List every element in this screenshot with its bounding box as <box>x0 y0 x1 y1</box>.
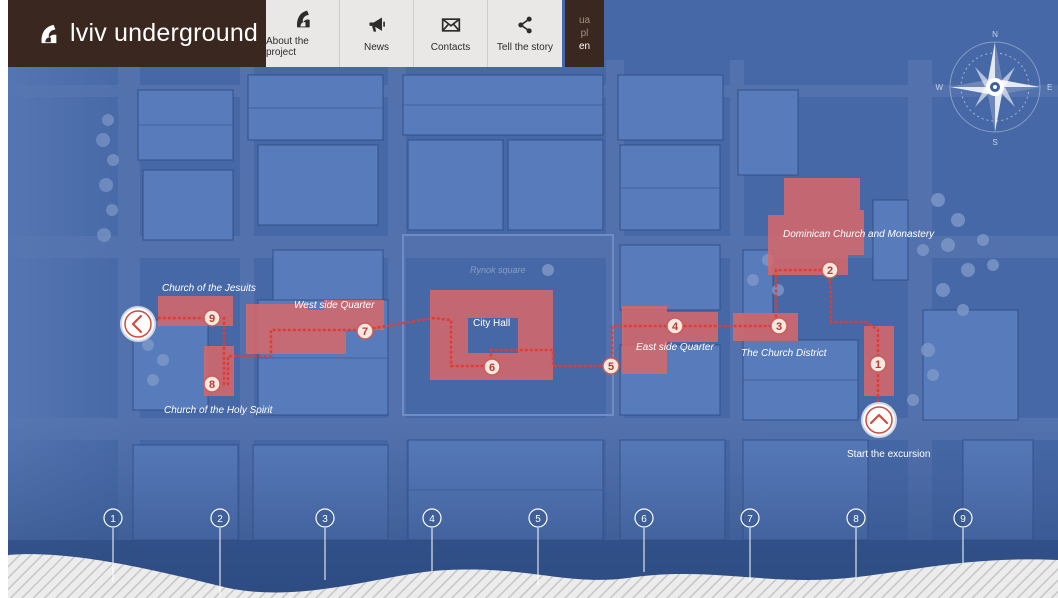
language-switcher: ua pl en <box>565 0 604 67</box>
label-east-quarter: East side Quarter <box>636 342 714 353</box>
timeline: 1 2 3 4 5 <box>103 508 973 596</box>
nav-contacts[interactable]: Contacts <box>414 0 488 67</box>
stop-marker-2[interactable]: 2 <box>821 261 839 279</box>
label-dominican-church: Dominican Church and Monastery <box>783 229 935 240</box>
svg-text:5: 5 <box>608 361 614 373</box>
svg-text:5: 5 <box>535 514 541 525</box>
svg-text:4: 4 <box>672 321 679 333</box>
timeline-marker-1[interactable]: 1 <box>103 508 123 582</box>
stop-marker-7[interactable]: 7 <box>356 322 374 340</box>
lang-pl[interactable]: pl <box>580 28 589 39</box>
nav-about-project[interactable]: About the project <box>266 0 340 67</box>
label-church-district: The Church District <box>741 348 828 359</box>
site-logo[interactable]: lviv underground <box>8 0 266 67</box>
svg-text:6: 6 <box>489 362 495 374</box>
megaphone-icon <box>369 17 385 32</box>
compass-rose-icon: N S E W <box>935 30 1052 147</box>
stop-marker-4[interactable]: 4 <box>666 317 684 335</box>
svg-text:7: 7 <box>362 326 368 338</box>
timeline-marker-6[interactable]: 6 <box>634 508 654 572</box>
svg-text:8: 8 <box>209 379 215 391</box>
stop-marker-3[interactable]: 3 <box>770 317 788 335</box>
stop-marker-8[interactable]: 8 <box>203 375 221 393</box>
map-frame: Church of the Jesuits West side Quarter … <box>8 0 1058 598</box>
nav-news[interactable]: News <box>340 0 414 67</box>
svg-text:3: 3 <box>322 514 328 525</box>
timeline-marker-7[interactable]: 7 <box>740 508 760 582</box>
svg-text:3: 3 <box>776 321 782 333</box>
svg-text:7: 7 <box>747 514 753 525</box>
svg-text:N: N <box>992 30 998 39</box>
logo-mark-icon <box>41 24 57 43</box>
label-start-excursion: Start the excursion <box>847 449 930 460</box>
svg-text:2: 2 <box>217 514 223 525</box>
back-button[interactable] <box>120 306 156 342</box>
stop-marker-9[interactable]: 9 <box>203 309 221 327</box>
chevron-left-icon <box>131 314 143 334</box>
nav-tell-story-label: Tell the story <box>496 41 554 53</box>
timeline-marker-3[interactable]: 3 <box>315 508 335 580</box>
svg-text:2: 2 <box>827 265 833 277</box>
timeline-marker-8[interactable]: 8 <box>846 508 866 580</box>
svg-text:1: 1 <box>110 514 116 525</box>
label-church-holy-spirit: Church of the Holy Spirit <box>164 405 274 416</box>
svg-text:4: 4 <box>429 514 435 525</box>
timeline-marker-9[interactable]: 9 <box>953 508 973 563</box>
svg-text:W: W <box>935 83 943 92</box>
svg-text:S: S <box>992 138 997 147</box>
svg-text:8: 8 <box>853 514 859 525</box>
svg-text:1: 1 <box>875 359 881 371</box>
lang-ua[interactable]: ua <box>578 15 591 26</box>
logo-mark-icon <box>296 10 310 28</box>
chevron-up-icon <box>869 413 889 425</box>
timeline-marker-5[interactable]: 5 <box>528 508 548 586</box>
share-icon <box>518 16 532 33</box>
map-overlay: Church of the Jesuits West side Quarter … <box>103 30 1052 596</box>
nav-tell-story[interactable]: Tell the story <box>488 0 562 67</box>
excursion-route <box>137 268 880 402</box>
svg-text:9: 9 <box>960 514 966 525</box>
svg-text:6: 6 <box>641 514 647 525</box>
start-excursion-button[interactable] <box>861 402 897 438</box>
nav-contacts-label: Contacts <box>430 41 471 53</box>
label-west-quarter: West side Quarter <box>294 300 375 311</box>
label-church-jesuits: Church of the Jesuits <box>162 283 256 294</box>
main-nav: About the project News Contacts <box>266 0 562 67</box>
label-city-hall: City Hall <box>473 318 510 329</box>
stop-marker-5[interactable]: 5 <box>602 357 620 375</box>
lang-en[interactable]: en <box>578 41 591 52</box>
label-rynok-square: Rynok square <box>470 265 526 275</box>
stop-marker-1[interactable]: 1 <box>869 355 887 373</box>
nav-about-project-label: About the project <box>266 36 309 58</box>
timeline-marker-2[interactable]: 2 <box>210 508 230 596</box>
site-title: lviv underground <box>70 19 259 47</box>
timeline-marker-4[interactable]: 4 <box>422 508 442 572</box>
nav-news-label: News <box>363 41 389 53</box>
city-map[interactable] <box>8 0 1058 598</box>
stop-marker-6[interactable]: 6 <box>483 358 501 376</box>
svg-text:9: 9 <box>209 313 215 325</box>
envelope-icon <box>441 17 460 32</box>
svg-text:E: E <box>1047 83 1052 92</box>
